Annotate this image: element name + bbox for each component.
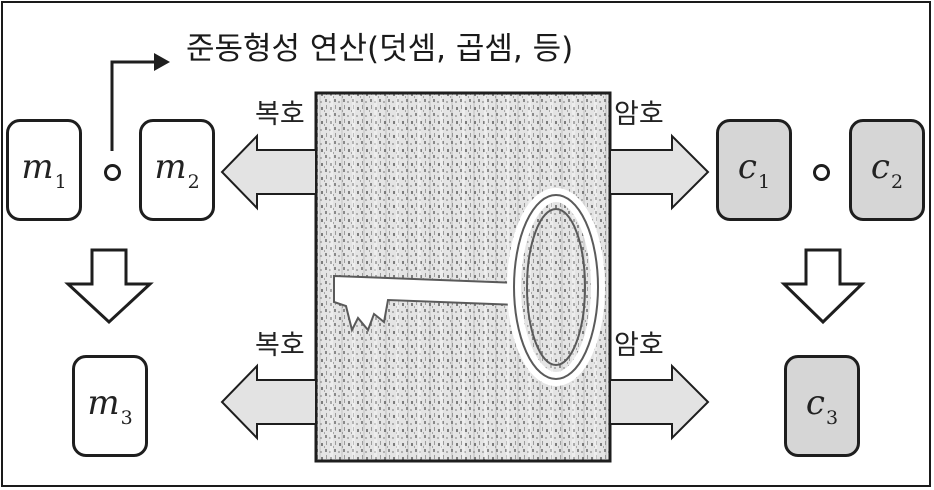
ciphertext-c2-box: c2 <box>849 119 925 221</box>
ciphertext-c3-box: c3 <box>784 355 860 457</box>
plaintext-m2-label: m2 <box>154 147 200 193</box>
encrypt-label-top: 암호 <box>614 99 664 130</box>
decrypt-label-top: 복호 <box>255 99 305 130</box>
operation-connector-arrow <box>110 53 170 151</box>
ciphertext-c3-label: c3 <box>805 383 839 429</box>
ciphertext-c1-box: c1 <box>716 119 792 221</box>
encrypt-arrow-bottom <box>609 363 710 441</box>
plaintext-m2-box: m2 <box>139 119 215 221</box>
circle-operator-icon <box>104 164 121 181</box>
ciphertext-c2-label: c2 <box>870 147 904 193</box>
encrypt-label-bottom: 암호 <box>614 330 664 361</box>
plaintext-m3-label: m3 <box>87 383 133 429</box>
plaintext-m1-box: m1 <box>6 119 82 221</box>
encrypt-arrow-top <box>609 133 710 211</box>
decrypt-arrow-bottom <box>220 363 317 441</box>
plaintext-m3-box: m3 <box>72 355 148 457</box>
decrypt-label-bottom: 복호 <box>255 330 305 361</box>
ciphertext-down-arrow <box>780 248 866 325</box>
decrypt-arrow-top <box>220 133 317 211</box>
ciphertext-c1-label: c1 <box>737 147 771 193</box>
circle-operator-icon <box>813 164 830 181</box>
key-icon <box>333 188 605 386</box>
operation-title: 준동형성 연산(덧셈, 곱셈, 등) <box>186 31 574 67</box>
plaintext-m1-label: m1 <box>21 147 67 193</box>
key-image <box>314 91 612 463</box>
plaintext-down-arrow <box>64 248 154 325</box>
